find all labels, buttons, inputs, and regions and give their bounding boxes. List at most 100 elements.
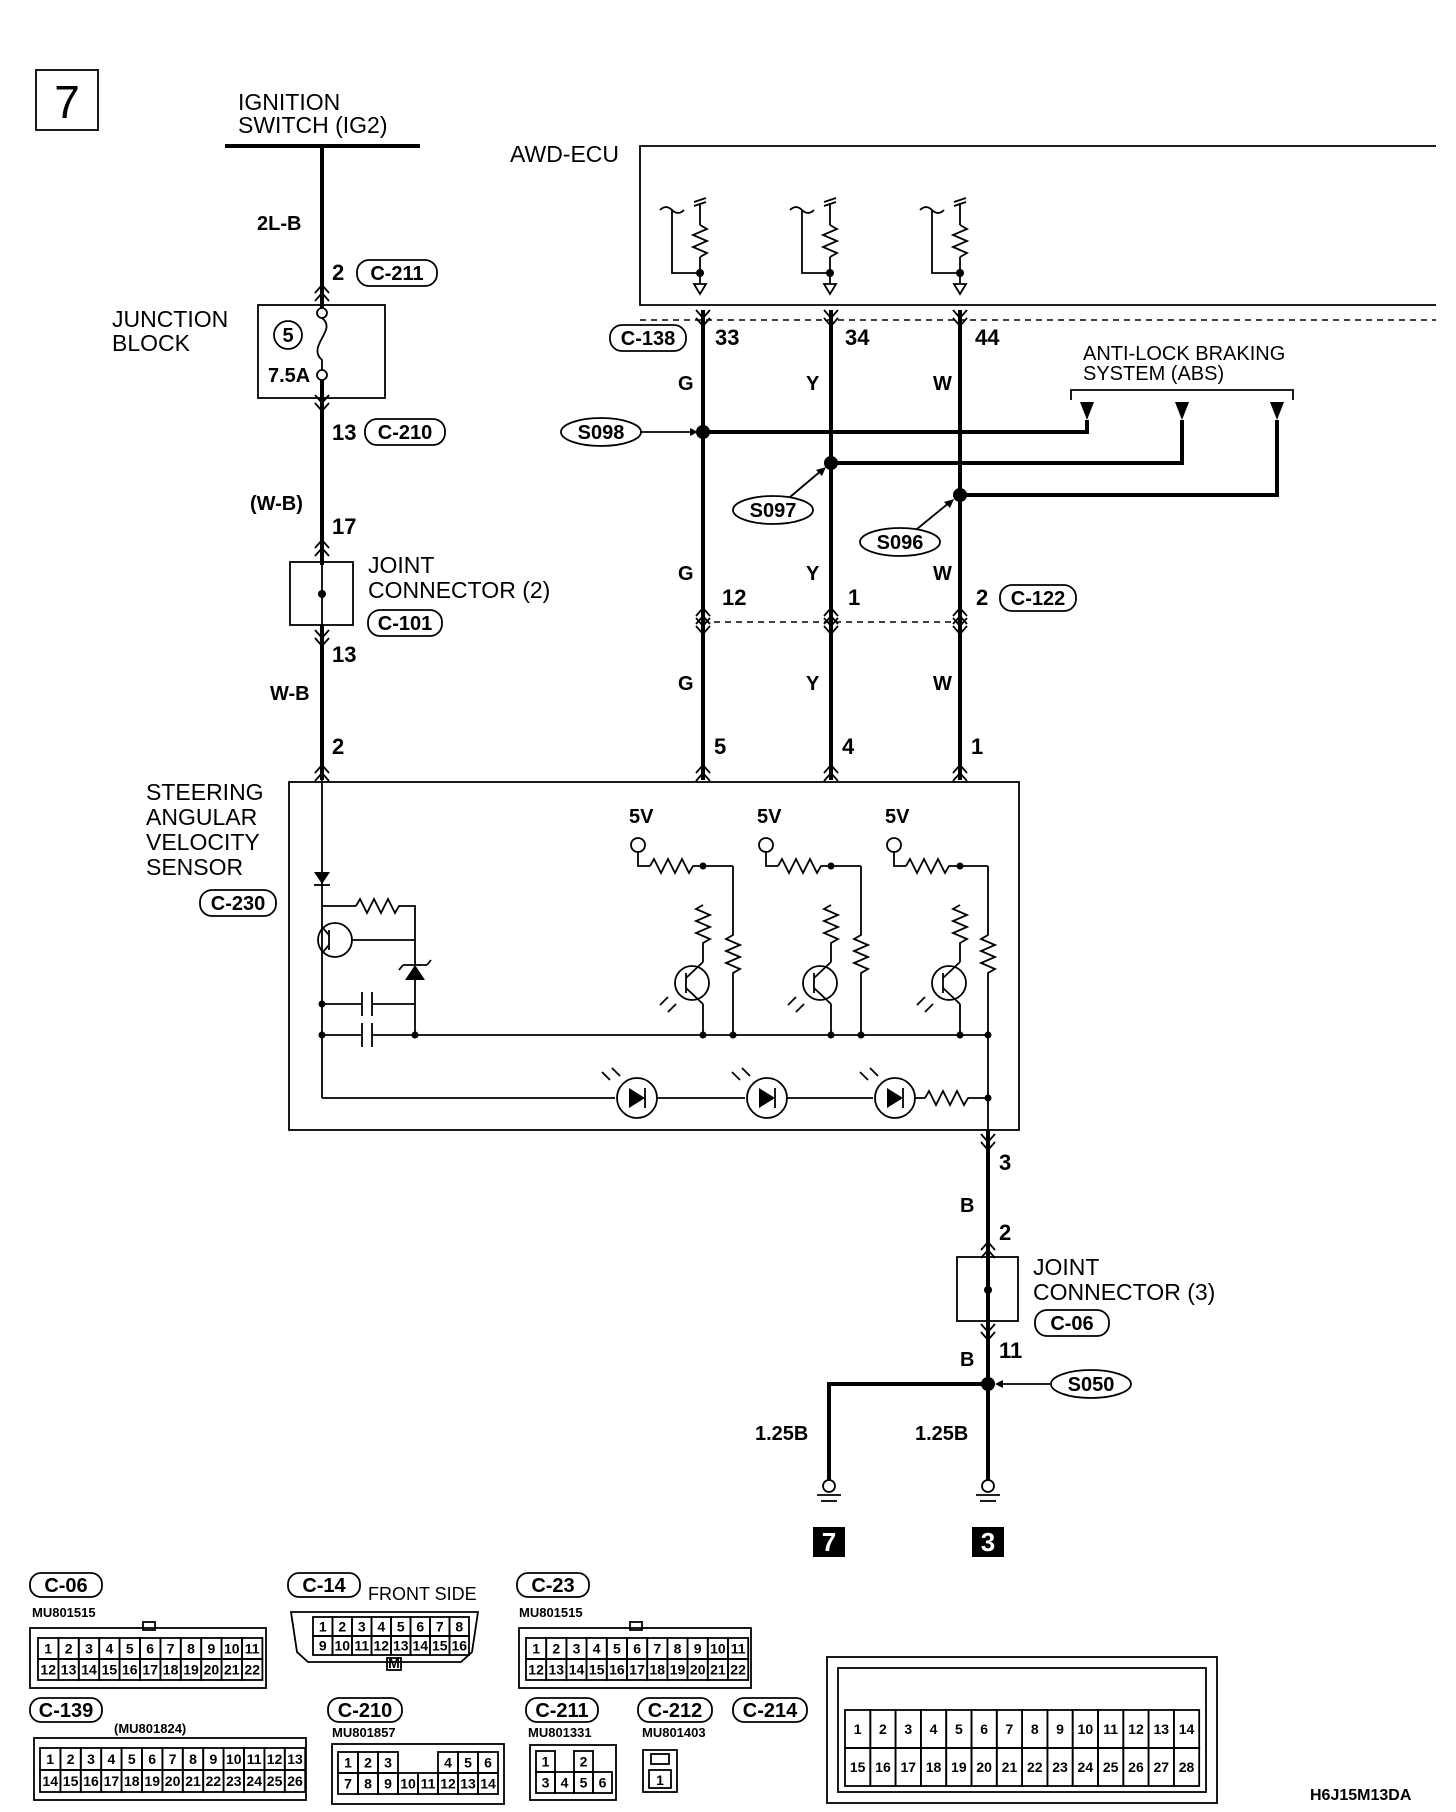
connector-pin-cell — [1173, 1747, 1201, 1787]
connector-pin-label: 6 — [980, 1721, 988, 1737]
connector-pin-label: 19 — [951, 1759, 967, 1775]
figure-code: H6J15M13DA — [1310, 1787, 1412, 1804]
jb-label-1: JUNCTION — [112, 306, 228, 332]
connector-pin-label: 6 — [146, 1641, 154, 1657]
connector-pin-label: 14 — [1179, 1721, 1195, 1737]
connector-pin-label: 13 — [460, 1776, 476, 1792]
c211-part: MU801331 — [528, 1725, 592, 1740]
sensor-pin-3: 3 — [999, 1150, 1011, 1175]
connector-pin-label: 16 — [875, 1759, 891, 1775]
connector-pin-label: 28 — [1179, 1759, 1195, 1775]
c23-part: MU801515 — [519, 1605, 583, 1620]
ecu-input-circuits — [659, 197, 970, 296]
connector-pin-label: 25 — [1103, 1759, 1119, 1775]
connector-pin-label: 12 — [267, 1751, 283, 1767]
supply-5v: 5V — [757, 806, 782, 828]
conn-tag-c211 — [356, 259, 438, 287]
connector-pin-label: 4 — [108, 1751, 116, 1767]
connector-pin-label: 22 — [206, 1773, 222, 1789]
fuse-number-circle — [273, 320, 303, 350]
ecu-pin-33: 33 — [715, 325, 739, 350]
callout-arrow — [995, 1380, 1003, 1388]
connector-pin-label: 7 — [436, 1619, 444, 1635]
ground-ref-3-box — [972, 1527, 1004, 1557]
connector-pin-label: 3 — [85, 1641, 93, 1657]
c139-part: (MU801824) — [114, 1721, 186, 1736]
splice-tag-s097 — [732, 495, 814, 525]
connector-pin-label: 15 — [63, 1773, 79, 1789]
conn-tag-c210 — [364, 418, 446, 446]
connector-pin-label: 5 — [613, 1641, 621, 1657]
conn-tag-c214-view — [732, 1697, 808, 1723]
wire-color-y1: Y — [806, 373, 820, 395]
connector-pin-label: 8 — [189, 1751, 197, 1767]
connector-pin-label: 4 — [444, 1755, 452, 1771]
connector-pin-label: 7 — [169, 1751, 177, 1767]
connector-pin-label: 10 — [224, 1641, 240, 1657]
c212-pin-cell — [648, 1769, 672, 1789]
connector-pin-label: 6 — [416, 1619, 424, 1635]
ecu-label: AWD-ECU — [510, 141, 619, 167]
connector-face-c210 — [331, 1743, 505, 1805]
page-label: 7 — [54, 76, 80, 128]
ground-ref-7-box — [813, 1527, 845, 1557]
connector-pin-label: 25 — [267, 1773, 283, 1789]
joint2-pin-out: 13 — [332, 642, 356, 667]
connector-pin-label: 5 — [955, 1721, 963, 1737]
joint2-label-1: JOINT — [368, 552, 434, 578]
c214-inner — [837, 1667, 1207, 1793]
abs-terminal-3 — [1270, 402, 1284, 420]
connector-pin-label: 15 — [850, 1759, 866, 1775]
connector-pin-label: 9 — [208, 1641, 216, 1657]
connector-pin-label: 3 — [384, 1755, 392, 1771]
sensor-channel-3: 5V — [885, 806, 998, 1039]
connector-pin-label: 1 — [532, 1641, 540, 1657]
connector-pin-label: 1 — [44, 1641, 52, 1657]
connector-pin-label: 16 — [122, 1662, 138, 1678]
connector-pin-label: 9 — [1056, 1721, 1064, 1737]
conn-tag-c122 — [999, 584, 1077, 612]
connector-pin-cell — [727, 1658, 750, 1681]
wire-color-y3: Y — [806, 673, 820, 695]
connector-pin-label: 12 — [373, 1638, 389, 1654]
connector-pin-label: 2 — [67, 1751, 75, 1767]
wire-color-2lb: 2L-B — [257, 213, 301, 235]
connector-pin-label: 7 — [1006, 1721, 1014, 1737]
connector-pin-label: 12 — [440, 1776, 456, 1792]
splice-s096: S096 — [877, 532, 924, 554]
conn-tag-c210-view — [327, 1697, 403, 1723]
splice-s050: S050 — [1068, 1374, 1115, 1396]
connector-pin-label: 11 — [354, 1638, 369, 1654]
splice-tag-s050 — [1050, 1369, 1132, 1399]
connector-pin-label: 13 — [393, 1638, 409, 1654]
splice-node — [696, 425, 710, 439]
wire-color-b1: B — [960, 1195, 974, 1217]
ground-icon — [976, 1479, 1000, 1502]
connector-pin-label: 10 — [1078, 1721, 1094, 1737]
connector-pin-label: 9 — [319, 1638, 327, 1654]
connector-pin-label: 16 — [83, 1773, 99, 1789]
sensor-label-3: VELOCITY — [146, 829, 260, 855]
conn-tag-c06 — [1034, 1309, 1110, 1337]
connector-pin-label: 3 — [904, 1721, 912, 1737]
connector-pin-label: 13 — [287, 1751, 303, 1767]
fuse-rating: 7.5A — [268, 365, 310, 387]
connector-pin-cell — [477, 1772, 499, 1795]
joint3-pin-2: 2 — [999, 1220, 1011, 1245]
abs-terminal-1 — [1080, 402, 1094, 420]
connector-face-c212 — [642, 1749, 678, 1793]
connector-pin-label: 5 — [397, 1619, 405, 1635]
conn-tag-c211-view — [525, 1697, 599, 1723]
sensor-label-2: ANGULAR — [146, 804, 257, 830]
splice-node — [981, 1377, 995, 1391]
connector-pin-label: 10 — [400, 1776, 416, 1792]
connector-pin-label: 21 — [185, 1773, 201, 1789]
connector-pin-label: 4 — [930, 1721, 938, 1737]
supply-5v: 5V — [885, 806, 910, 828]
connector-face-c23 — [518, 1627, 752, 1689]
ecu-box — [639, 145, 1436, 306]
connector-pin-label: 7 — [653, 1641, 661, 1657]
connector-pin-label: 2 — [364, 1755, 372, 1771]
connector-pin-label: 18 — [926, 1759, 942, 1775]
